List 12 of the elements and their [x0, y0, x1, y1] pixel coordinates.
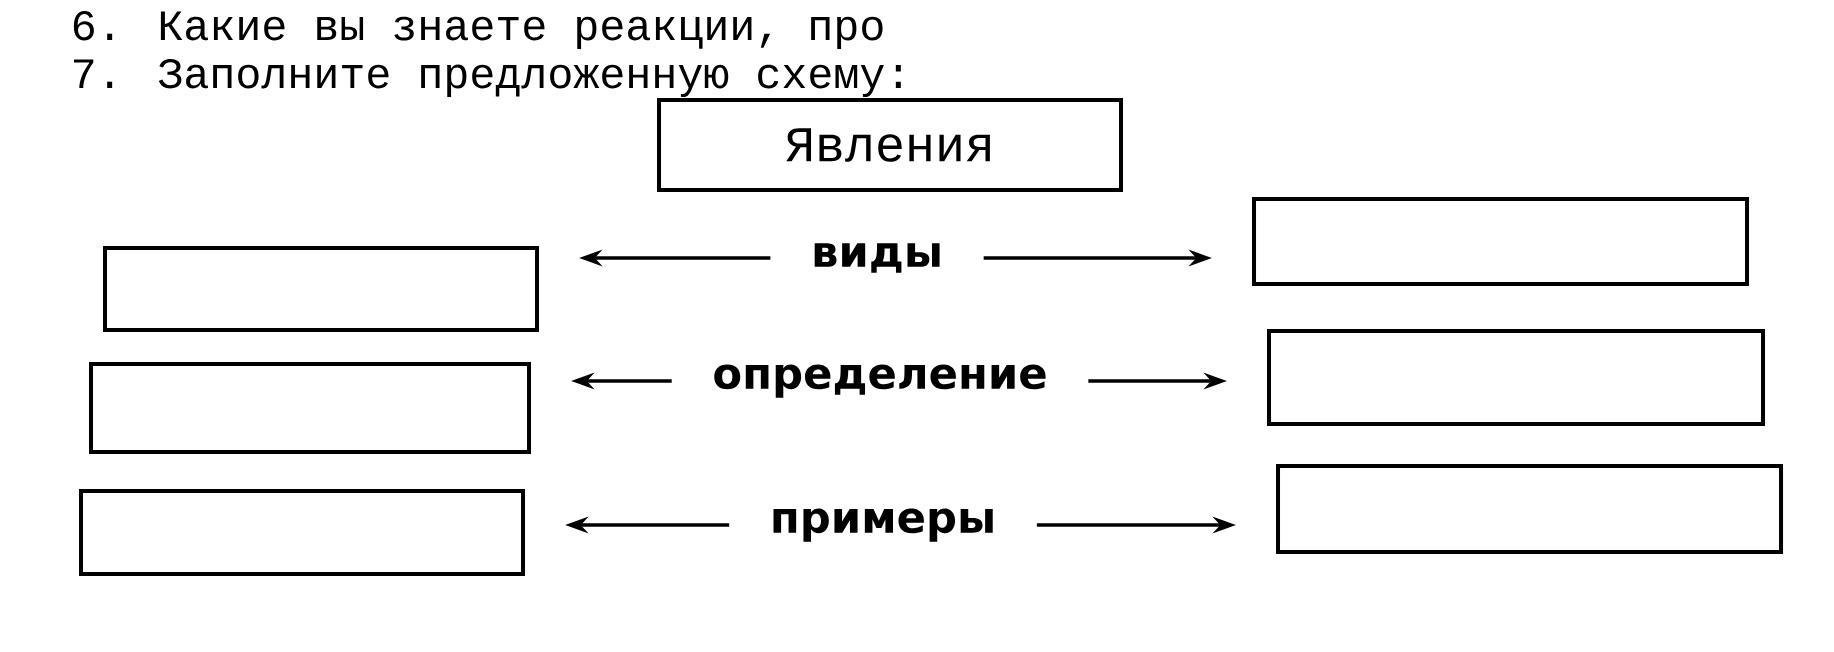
empty-box — [1267, 329, 1765, 426]
empty-box — [1276, 464, 1784, 554]
category-label: примеры — [773, 508, 993, 542]
empty-box — [79, 489, 525, 576]
empty-box — [1252, 197, 1750, 286]
empty-box — [103, 246, 539, 332]
category-label: виды — [814, 243, 940, 273]
exercise-text: 6. Какие вы знаете реакции, про — [73, 11, 883, 49]
category-label: определение — [714, 364, 1046, 398]
exercise-text: 7. Заполните предложенную схему: — [74, 59, 901, 97]
heading-box: Явления — [657, 98, 1123, 192]
empty-box — [89, 362, 531, 454]
